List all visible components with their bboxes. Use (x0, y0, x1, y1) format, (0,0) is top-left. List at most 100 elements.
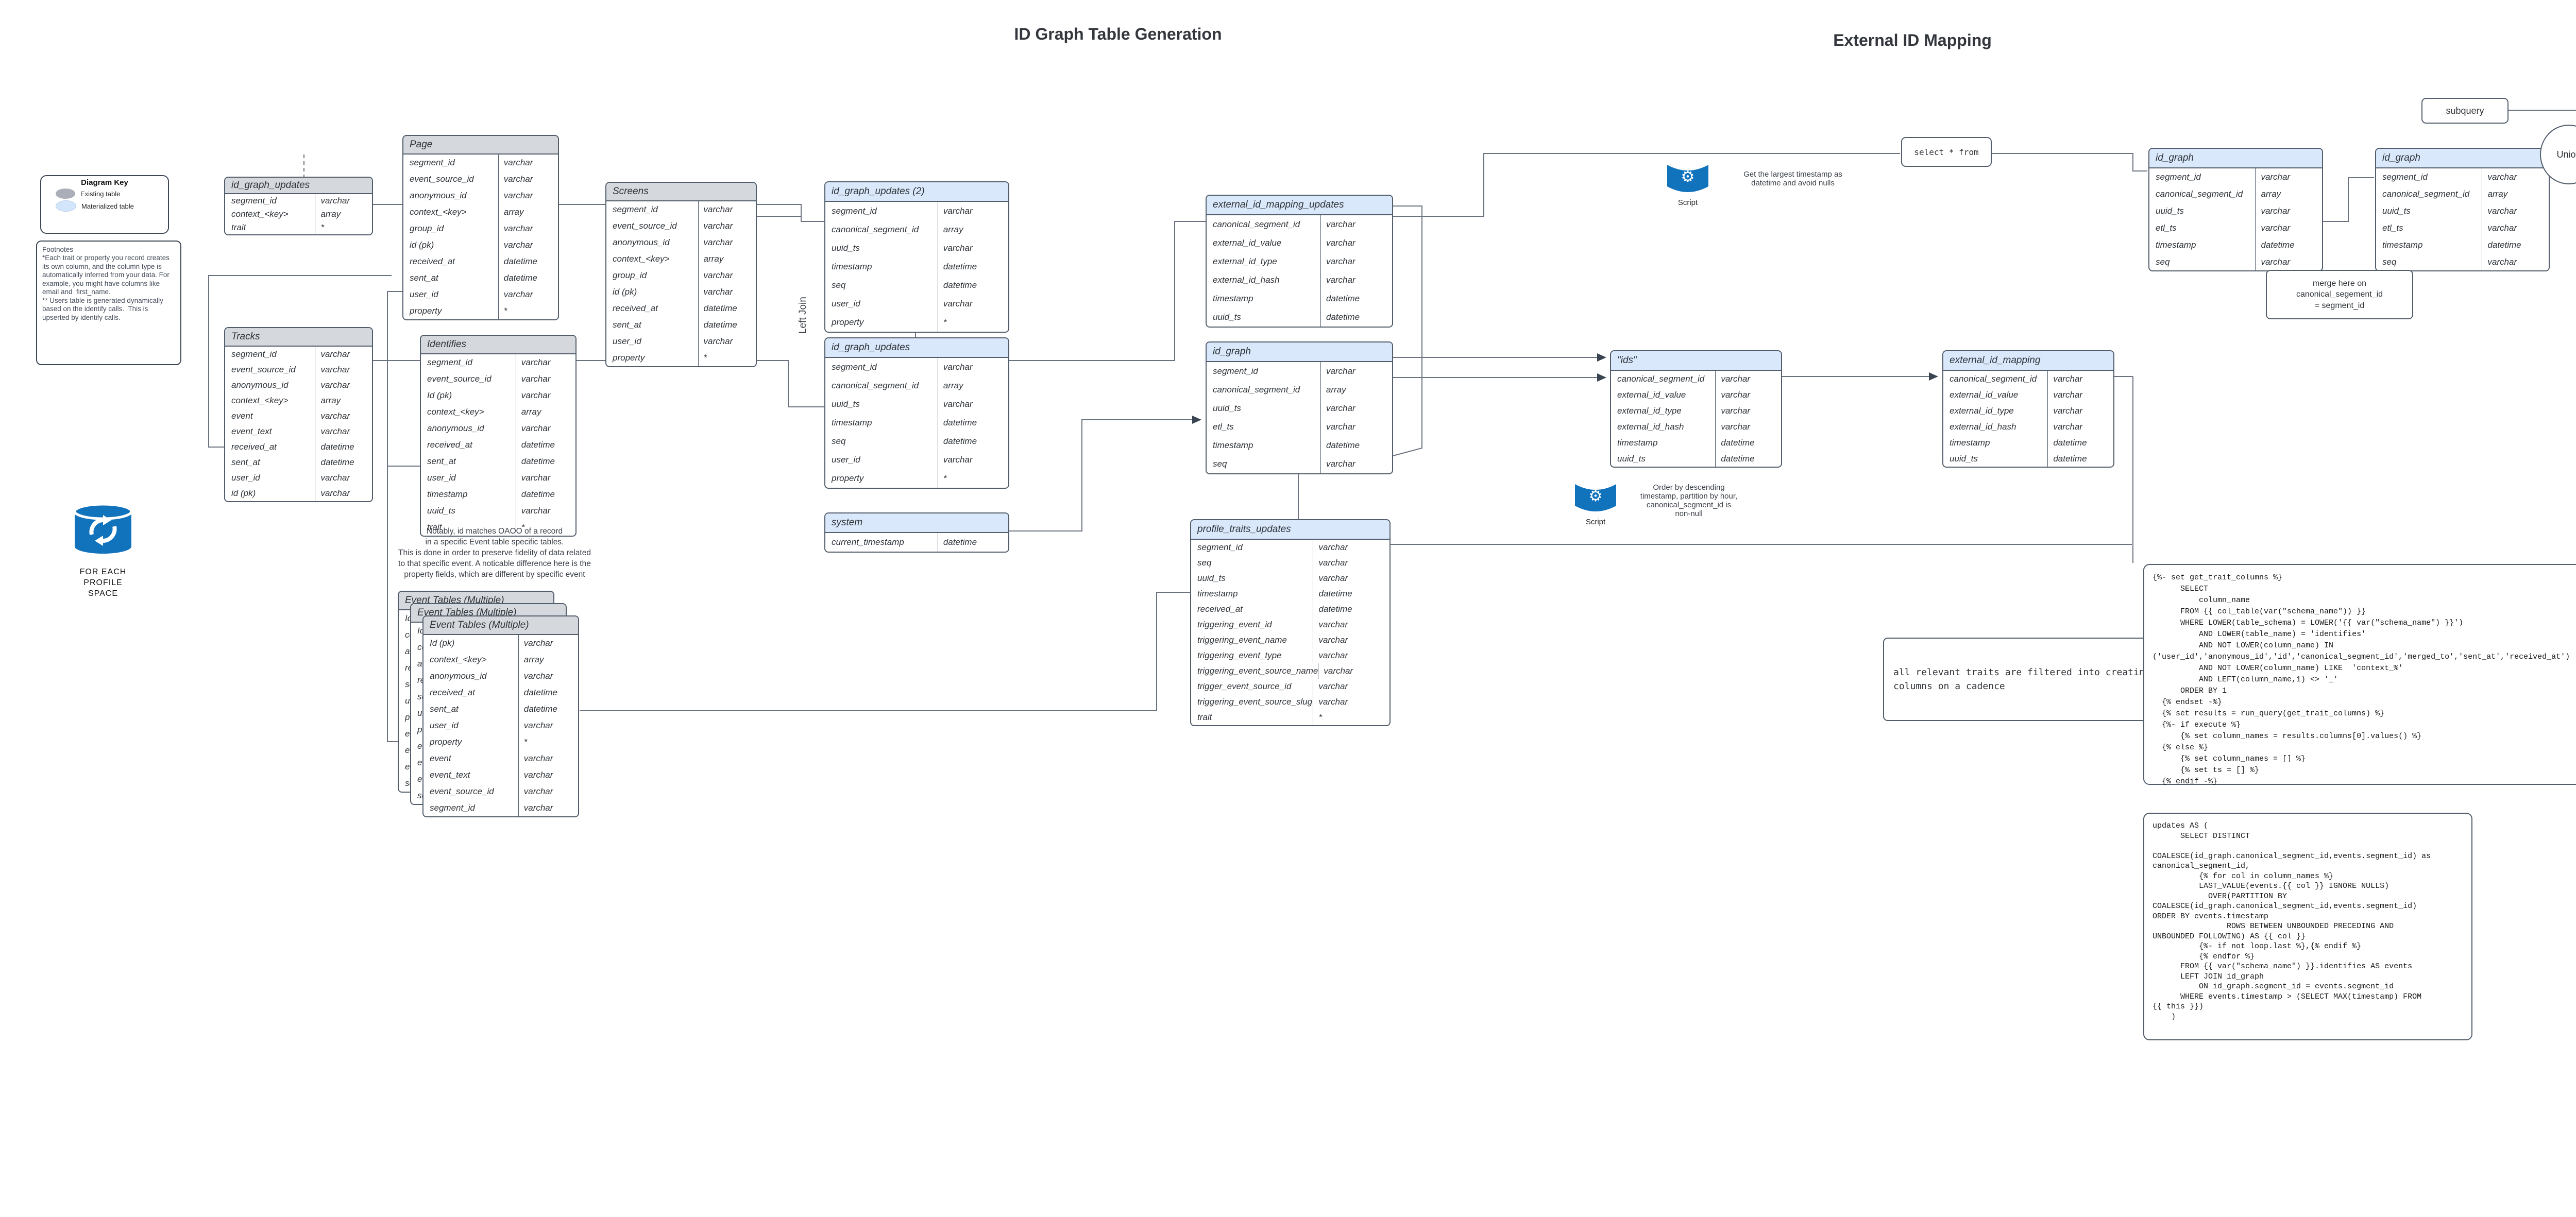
table-title: profile_traits_updates (1197, 524, 1291, 535)
column-name: external_id_hash (1950, 421, 2016, 432)
column-type: * (315, 221, 372, 234)
connector[interactable] (208, 275, 392, 448)
column-type: datetime (315, 439, 372, 455)
column-type: array (937, 376, 1008, 395)
merge-note[interactable]: merge here on canonical_segement_id = se… (2266, 270, 2413, 319)
table-title: system (832, 517, 863, 528)
column-name: anonymous_id (410, 191, 467, 200)
column-type: datetime (937, 432, 1008, 451)
key-item-materialized: Materialized table (56, 200, 168, 212)
diagram-key[interactable]: Diagram Key Existing table Materialized … (40, 175, 169, 234)
table-header: external_id_mapping_updates (1207, 196, 1392, 215)
table-row: segment_id varchar (825, 202, 1008, 220)
connector[interactable] (371, 360, 824, 407)
section-title-profile-traits[interactable]: Profile Traits (2509, 31, 2576, 50)
connector[interactable] (2321, 177, 2374, 222)
column-name: timestamp (1213, 294, 1253, 303)
column-type: varchar (1318, 663, 1389, 679)
column-name: external_id_hash (1213, 275, 1280, 285)
column-type: varchar (1320, 234, 1392, 252)
section-title-id-graph[interactable]: ID Graph Table Generation (1014, 25, 1222, 43)
select-from-label[interactable]: select * from (1901, 137, 1992, 167)
script-shape-1[interactable]: ⚙ Script (1666, 161, 1709, 207)
connector[interactable] (1007, 416, 1201, 532)
column-type: varchar (315, 486, 372, 501)
column-type: varchar (1313, 617, 1389, 632)
section-title-external-id-mapping[interactable]: External ID Mapping (1833, 31, 1992, 49)
column-type: varchar (937, 202, 1008, 220)
column-name: property (613, 353, 645, 363)
footnotes[interactable]: Footnotes *Each trait or property you re… (36, 241, 181, 365)
column-name: external_id_type (1617, 405, 1682, 416)
script-note-1[interactable]: Get the largest timestamp as datetime an… (1743, 170, 1842, 187)
script-note-2[interactable]: Order by descending timestamp, partition… (1640, 483, 1738, 518)
traits-cadence-note[interactable]: all relevant traits are filtered into cr… (1883, 638, 2165, 721)
connector[interactable] (371, 204, 824, 222)
column-name: segment_id (832, 206, 877, 216)
column-name: sent_at (427, 456, 456, 466)
column-type: varchar (515, 503, 575, 519)
connector[interactable] (1391, 153, 1900, 217)
sql-block-updates[interactable]: updates AS ( SELECT DISTINCT COALESCE(id… (2143, 813, 2472, 1040)
script-shape-2[interactable]: ⚙ Script (1574, 480, 1617, 526)
column-name: timestamp (427, 489, 468, 499)
column-name: context_<key> (427, 407, 484, 417)
column-name: uuid_ts (2382, 205, 2411, 216)
column-type: datetime (2047, 451, 2113, 467)
for-each-profile-space[interactable]: FOR EACH PROFILE SPACE (68, 501, 138, 599)
left-join-vertical-label[interactable]: Left Join (798, 297, 808, 334)
connector[interactable] (1007, 221, 1206, 361)
connector[interactable] (1391, 205, 1422, 457)
column-name: event_text (430, 770, 470, 780)
column-name: segment_id (1197, 542, 1243, 552)
column-name: triggering_event_source_name (1197, 666, 1318, 676)
column-type: * (937, 313, 1008, 332)
column-type: varchar (1313, 694, 1389, 710)
table-header: id_graph_updates (225, 178, 372, 194)
for-each-profile-space-label: FOR EACH PROFILE SPACE (79, 568, 127, 598)
table-title: id_graph_updates (2) (832, 186, 925, 197)
subquery-label[interactable]: subquery (2421, 98, 2509, 124)
column-name: canonical_segment_id (1617, 373, 1705, 384)
column-name: timestamp (832, 262, 872, 271)
sql-block-trait-columns[interactable]: {%- set get_trait_columns %} SELECT colu… (2143, 564, 2576, 786)
connector[interactable] (387, 291, 420, 467)
column-name: uuid_ts (427, 506, 455, 516)
column-name: segment_id (2382, 172, 2428, 182)
column-name: property (430, 737, 462, 747)
connector[interactable] (1990, 153, 2147, 172)
table-row: context_<key>array (225, 208, 372, 221)
column-type: varchar (1715, 371, 1781, 387)
table-row: Id (pk)varchar (421, 387, 575, 404)
event-tables-note[interactable]: Notably, id matches OAOO of a record in … (398, 527, 591, 579)
column-name: anonymous_id (427, 423, 484, 433)
connector[interactable] (580, 592, 1190, 711)
